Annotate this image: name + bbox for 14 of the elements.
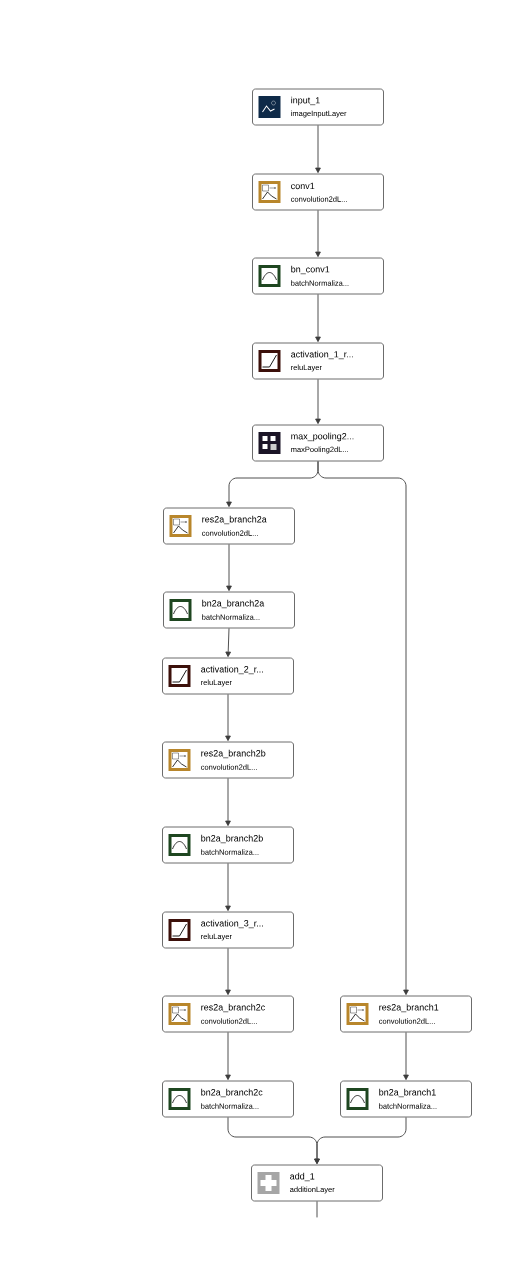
arrow	[314, 1116, 407, 1165]
arrow	[315, 293, 321, 343]
arrow	[226, 543, 232, 592]
arrow	[315, 124, 321, 174]
arrow	[225, 1031, 231, 1081]
arrow	[225, 627, 231, 658]
arrow	[403, 1031, 409, 1081]
arrow	[315, 209, 321, 258]
arrow	[225, 862, 231, 912]
arrow	[225, 777, 231, 827]
arrow	[317, 460, 409, 996]
arrow	[225, 693, 231, 742]
arrow	[225, 947, 231, 996]
arrow	[315, 378, 321, 425]
